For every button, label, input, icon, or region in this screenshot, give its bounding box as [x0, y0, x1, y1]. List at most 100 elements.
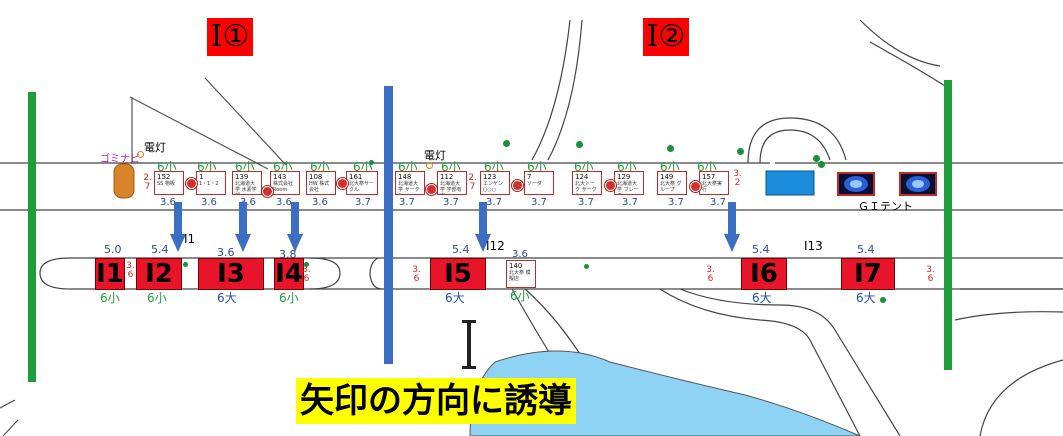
booth-124[interactable]: 124 北大トーク サークル — [572, 171, 602, 195]
booth-size: 6小 — [398, 160, 418, 174]
booth-140[interactable]: 140 北大祭 模擬店 — [506, 260, 536, 288]
booth-dim: 3.7 — [710, 197, 726, 208]
zone-i7[interactable]: I7 — [841, 258, 895, 290]
guide-arrow-icon — [724, 202, 740, 252]
booth-text: 北大祭サークル — [349, 181, 375, 193]
booth-number: 112 — [440, 173, 454, 181]
fire-extinguisher-icon — [690, 181, 701, 192]
fire-extinguisher-icon — [512, 180, 523, 191]
section-label-2: Ⅰ② — [643, 18, 689, 56]
zone-top-dim: 5.4 — [151, 243, 169, 256]
booth-number: 161 — [349, 173, 363, 181]
guide-arrow-icon — [287, 202, 303, 252]
zone-size: 6小 — [147, 291, 167, 305]
vertical-dim: 3.2 — [733, 169, 742, 188]
booth-text: ソーダ — [527, 181, 543, 187]
booth-size: 6小 — [617, 160, 637, 174]
vertical-dim: 3.6 — [706, 265, 715, 284]
vertical-dim: 2.7 — [468, 173, 477, 192]
booth-number: 124 — [575, 173, 589, 181]
booth-number: 140 — [509, 262, 523, 270]
section-label-1: Ⅰ① — [207, 18, 253, 56]
guide-banner: 矢印の方向に誘導 — [296, 378, 576, 424]
booth-size: 6小 — [574, 160, 594, 174]
booth-152[interactable]: 152 SS 物販 — [154, 171, 184, 195]
zone-top-dim: 5.4 — [857, 243, 875, 256]
booth-157[interactable]: 157 北大祭実行 — [699, 171, 729, 195]
booth-text: 北海道大学 サークル — [398, 181, 420, 194]
zone-i1[interactable]: I1 — [95, 258, 125, 290]
booth-size: 6小 — [697, 160, 717, 174]
booth-size: 6小 — [353, 160, 373, 174]
fire-extinguisher-icon — [186, 178, 197, 189]
zone-size: 6小 — [100, 291, 120, 305]
road-label-i13: I13 — [804, 239, 823, 253]
tree-icon — [818, 161, 825, 168]
booth-123[interactable]: 123 エンゲン ○○○ — [480, 171, 510, 195]
zone-i2[interactable]: I2 — [136, 258, 182, 290]
vertical-dim: 3.6 — [302, 265, 311, 284]
booth-139[interactable]: 139 北海道大学 水素学部 — [232, 171, 262, 195]
zone-top-dim: 5.4 — [452, 243, 470, 256]
booth-1[interactable]: 1 1・1・2 — [196, 171, 226, 195]
vertical-dim: 3.6 — [412, 265, 421, 284]
light-marker-icon — [137, 151, 144, 158]
booth-size: 6小 — [197, 160, 217, 174]
booth-149[interactable]: 149 北大祭 グループ — [657, 171, 687, 195]
light-label-right: 電灯 — [424, 149, 446, 162]
road-label-i1: I1 — [184, 232, 196, 246]
tree-icon — [737, 148, 744, 155]
booth-number: 143 — [273, 173, 287, 181]
booth-size: 6小 — [310, 160, 330, 174]
booth-number: 108 — [309, 173, 323, 181]
booth-number: 139 — [235, 173, 249, 181]
booth-148[interactable]: 148 北海道大学 サークル — [395, 171, 425, 195]
booth-text: 北海道大学 水素学部 — [235, 181, 257, 194]
booth-number: 7 — [527, 173, 532, 181]
booth-dim: 3.6 — [276, 197, 292, 208]
booth-size: 6小 — [273, 160, 293, 174]
booth-dim: 3.7 — [531, 197, 547, 208]
booth-text: 1・1・2 — [199, 181, 219, 187]
booth-129[interactable]: 129 北海道大学 ブレーダー — [614, 171, 644, 195]
booth-143[interactable]: 143 株式会社 Room — [270, 171, 300, 195]
zone-i6[interactable]: I6 — [741, 258, 787, 290]
booth-size: 6小 — [527, 160, 547, 174]
fire-extinguisher-icon — [605, 180, 616, 191]
booth-108[interactable]: 108 HW 株式会社 — [306, 171, 336, 195]
booth-size: 6小 — [660, 160, 680, 174]
booth-text: 北大祭 グループ — [660, 181, 682, 193]
zone-size: 6大 — [445, 291, 465, 305]
booth-dim: 3.6 — [201, 197, 217, 208]
booth-dim: 3.7 — [578, 197, 594, 208]
vertical-dim: 3.6 — [926, 265, 935, 284]
booth-140-dim: 3.6 — [512, 249, 528, 260]
booth-dim: 3.7 — [443, 197, 459, 208]
booth-text: エンゲン ○○○ — [483, 181, 504, 193]
zone-i5[interactable]: I5 — [430, 258, 486, 290]
tree-icon — [813, 155, 820, 162]
booth-7[interactable]: 7 ソーダ — [524, 171, 554, 195]
vertical-dim: 3.6 — [126, 261, 135, 280]
vertical-dim: 2.7 — [143, 173, 152, 192]
booth-161[interactable]: 161 北大祭サークル — [346, 171, 378, 195]
booth-112[interactable]: 112 北海道大学 学部有志 — [437, 171, 467, 195]
zone-top-dim: 3.6 — [217, 246, 235, 259]
tree-icon — [369, 160, 374, 165]
road-label-i12: I12 — [486, 239, 505, 253]
fire-extinguisher-icon — [337, 178, 348, 189]
zone-i4[interactable]: I4 — [274, 258, 304, 290]
booth-dim: 3.7 — [399, 197, 415, 208]
booth-number: 157 — [702, 173, 716, 181]
zone-size: 6小 — [279, 291, 299, 305]
booth-dim: 3.7 — [622, 197, 638, 208]
booth-size: 6小 — [484, 160, 504, 174]
zone-top-dim: 3.8 — [279, 248, 297, 261]
zone-i3[interactable]: I3 — [198, 258, 264, 290]
guide-arrow-icon — [235, 202, 251, 252]
tree-icon — [880, 297, 886, 303]
zone-size: 6大 — [217, 291, 237, 305]
zone-top-dim: 5.0 — [104, 243, 122, 256]
booth-text: 北大祭 模擬店 — [509, 270, 531, 282]
